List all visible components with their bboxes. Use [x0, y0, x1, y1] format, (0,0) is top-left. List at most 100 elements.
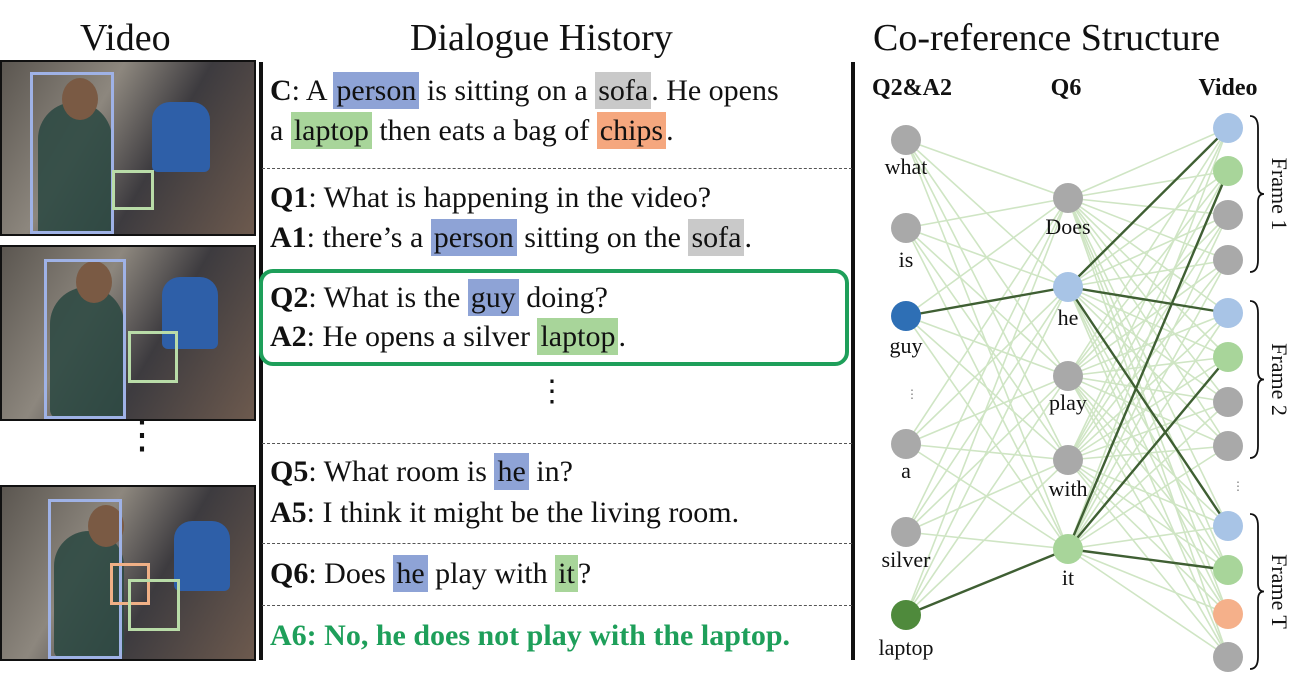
caption-line-1: C: A person is sitting on a sofa. He ope… [270, 72, 779, 109]
coref-edge [905, 197, 1069, 445]
coref-edge [1067, 127, 1229, 377]
coref-edge [1067, 375, 1229, 447]
coref-edge-strong [1066, 170, 1230, 550]
coref-edge-strong [905, 285, 1069, 318]
coref-edge [1067, 375, 1229, 527]
coref-node-it [1053, 534, 1083, 564]
coref-node-is [891, 213, 921, 243]
q2-a2-highlight-box [259, 269, 849, 366]
coref-edge [905, 375, 1069, 533]
coref-node-label: Does [1045, 214, 1090, 239]
a2-line: A2: He opens a silver laptop. [270, 318, 626, 355]
coref-edge [905, 286, 1069, 616]
coref-edge-strong [1067, 127, 1229, 288]
coref-edge [905, 197, 1069, 317]
frame-label: Frame 2 [1267, 343, 1292, 416]
laptop-box [128, 331, 178, 383]
coref-edge [1067, 312, 1229, 377]
laptop-box [128, 579, 180, 631]
coref-edge [905, 197, 1069, 533]
a5-line: A5: I think it might be the living room. [270, 496, 740, 529]
video-heading: Video [80, 17, 171, 59]
video-node [1213, 298, 1243, 328]
coref-edge [905, 315, 1069, 377]
coref-edge-strong [1067, 547, 1229, 572]
coref-edge [1067, 127, 1229, 550]
coref-edge-strong [1067, 286, 1229, 527]
a6-answer: A6: No, he does not play with the laptop… [270, 619, 791, 652]
coref-edge [905, 139, 1069, 461]
coref-edge [1067, 127, 1229, 461]
coref-node-label: with [1048, 476, 1087, 501]
person-box [48, 499, 122, 659]
video-node [1213, 342, 1243, 372]
coref-col-q6: Q6 [1051, 75, 1082, 101]
video-node [1213, 431, 1243, 461]
coref-edge [905, 375, 1069, 616]
coref-edge-strong [1067, 356, 1229, 550]
coref-edge [1067, 445, 1229, 550]
frame-label: Frame 1 [1267, 158, 1292, 231]
coref-edge-strong [1067, 285, 1229, 315]
coref-node-he [1053, 272, 1083, 302]
coref-node-a [891, 429, 921, 459]
q6-line: Q6: Does he play with it? [270, 555, 592, 592]
coref-edge-strong [905, 547, 1069, 617]
coref-edge [1067, 170, 1229, 377]
coref-edge [905, 459, 1069, 616]
frame-t-brace [1249, 513, 1265, 670]
coref-edge [905, 227, 1069, 461]
q2-line: Q2: What is the guy doing? [270, 279, 608, 316]
separator [262, 543, 852, 544]
person-box [44, 259, 126, 419]
coref-edge [1067, 548, 1229, 658]
coref-node-label: play [1049, 390, 1087, 415]
coref-edge [1067, 459, 1229, 527]
video-frame-t [0, 485, 256, 661]
video-node [1213, 200, 1243, 230]
dialogue-left-rule [259, 62, 263, 660]
coref-edge [1067, 401, 1229, 550]
coref-edge [1067, 375, 1229, 615]
coref-node-guy [891, 301, 921, 331]
coref-edge [1067, 375, 1229, 403]
coref-edge [1067, 375, 1229, 658]
video-node [1213, 555, 1243, 585]
coref-edge [1067, 259, 1229, 377]
separator [262, 443, 852, 444]
coref-node-label: he [1058, 305, 1079, 330]
coref-edge [905, 197, 1069, 616]
video-frame-2 [0, 245, 256, 421]
coref-edge [1067, 356, 1229, 377]
coref-edge [905, 315, 1069, 550]
coref-edge [1067, 170, 1229, 461]
coref-node-laptop [891, 600, 921, 630]
coref-edge [1067, 525, 1229, 550]
dialogue-heading: Dialogue History [410, 17, 673, 59]
coref-node-label: silver [882, 547, 932, 572]
frame-2-brace [1249, 300, 1265, 459]
coref-col-q2a2: Q2&A2 [872, 75, 952, 101]
coref-node-what [891, 125, 921, 155]
coref-node-label: laptop [879, 635, 934, 660]
coref-node-label: is [899, 247, 914, 272]
laptop-box [112, 170, 154, 210]
person-box [30, 72, 114, 234]
coref-edge [1067, 312, 1229, 461]
coref-edge [1067, 127, 1229, 199]
coref-edge [1067, 312, 1229, 550]
coref-node-play [1053, 361, 1083, 391]
video-node [1213, 387, 1243, 417]
frame-label: Frame T [1267, 554, 1292, 629]
coref-node-label: guy [890, 333, 923, 358]
coref-node-does [1053, 183, 1083, 213]
video-node [1213, 245, 1243, 275]
separator [262, 168, 852, 169]
coref-edge [905, 197, 1069, 229]
coref-node-with [1053, 445, 1083, 475]
video-node [1213, 511, 1243, 541]
frame-1-brace [1249, 115, 1265, 273]
dialogue-right-rule [851, 62, 855, 660]
